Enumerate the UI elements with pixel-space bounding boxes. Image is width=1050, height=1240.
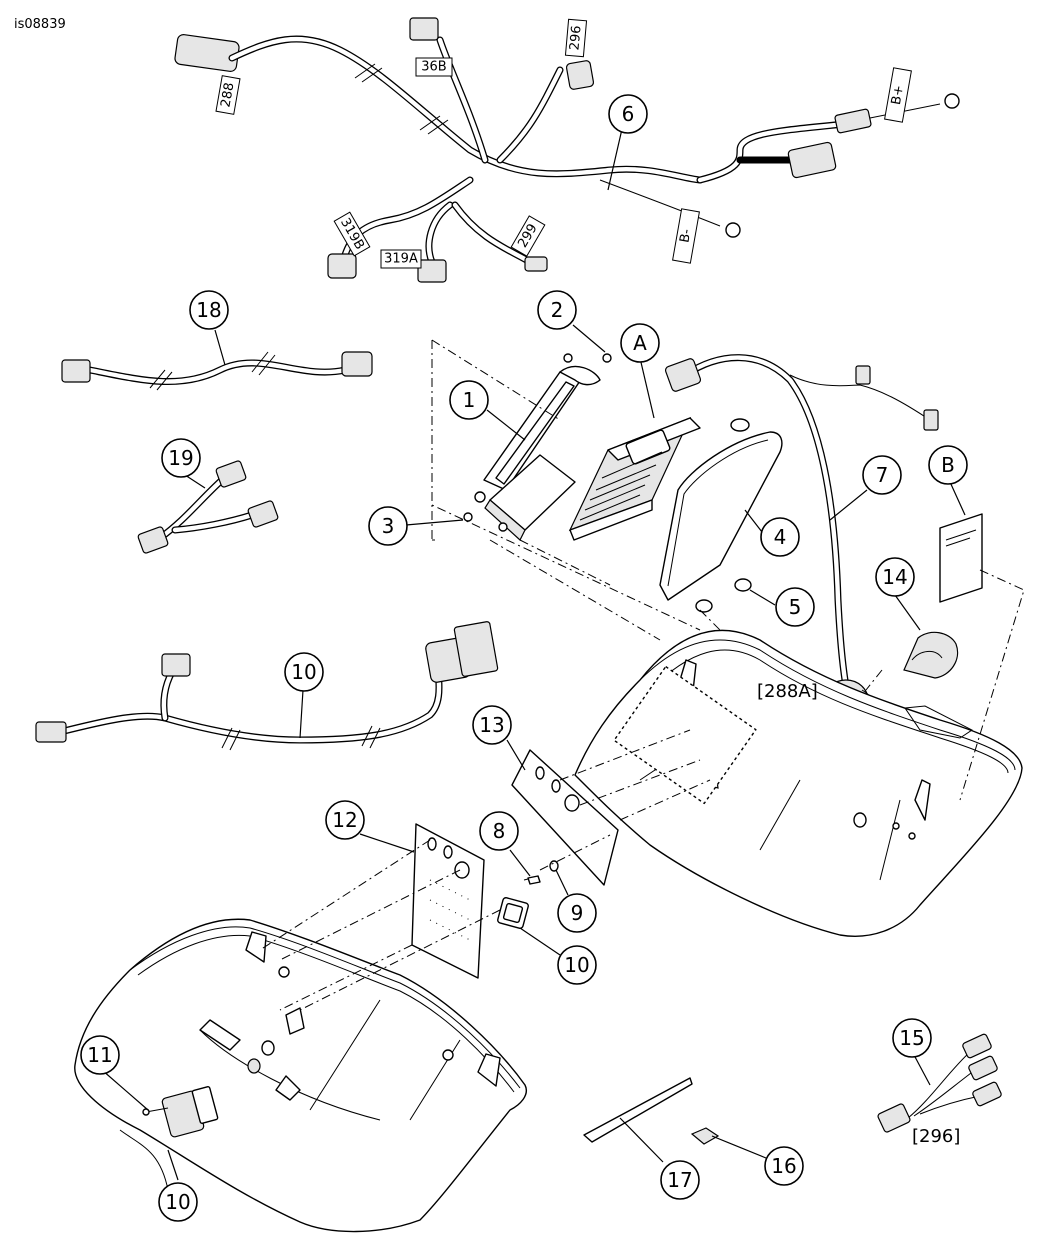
svg-text:7: 7 [876,463,889,487]
svg-text:10: 10 [291,660,316,684]
callout-19: 19 [161,438,201,478]
right-saddlebag [574,629,1023,937]
screw-8 [523,875,541,885]
svg-text:17: 17 [667,1168,692,1192]
svg-text:15: 15 [899,1026,924,1050]
svg-text:13: 13 [479,713,504,737]
callout-4: 4 [760,517,800,557]
figure-id: is08839 [14,17,66,32]
callout-3: 3 [368,506,408,546]
connector-11 [142,1085,219,1138]
wire-tag-b-plus: B+ [884,67,912,123]
callout-2: 2 [537,290,577,330]
callout-6: 6 [608,94,648,134]
svg-text:4: 4 [774,525,787,549]
svg-text:10: 10 [564,953,589,977]
control-module-a [568,416,701,541]
callout-b: B [928,445,968,485]
svg-text:11: 11 [87,1043,112,1067]
svg-text:3: 3 [382,514,395,538]
svg-text:5: 5 [789,595,802,619]
callout-7: 7 [862,455,902,495]
svg-text:10: 10 [165,1190,190,1214]
callout-13: 13 [472,705,512,745]
ref-label-288a: [288A] [757,681,818,702]
svg-text:9: 9 [571,901,584,925]
main-wiring-harness [174,17,960,283]
callout-a: A [620,323,660,363]
svg-text:2: 2 [551,298,564,322]
callout-1: 1 [449,380,489,420]
callout-9: 9 [557,893,597,933]
svg-text:14: 14 [882,565,907,589]
svg-text:6: 6 [622,102,635,126]
assembly-lines [259,339,1025,1011]
harness-7 [664,354,939,684]
svg-text:319A: 319A [384,252,418,267]
svg-text:19: 19 [168,446,193,470]
callout-10-lower: 10 [158,1182,198,1222]
mounting-plate-12 [411,823,485,979]
left-saddlebag [74,918,527,1233]
svg-text:288: 288 [218,81,237,108]
harness-10-lower [119,1129,169,1191]
wire-tag-288: 288 [215,75,241,115]
mounting-bracket [463,353,612,541]
connector-14 [903,631,959,679]
cable-tie-17 [583,1077,693,1143]
harness-15 [877,1033,1002,1133]
washer-9 [549,860,559,872]
callout-14: 14 [875,557,915,597]
leader-lines [101,128,966,1181]
wire-tag-319A: 319A [380,249,422,269]
svg-text:1: 1 [463,388,476,412]
callout-16: 16 [764,1146,804,1186]
mounting-plate-13 [511,749,619,886]
svg-text:16: 16 [771,1154,796,1178]
wire-tag-b-minus: B- [672,208,700,264]
ref-label-296: [296] [912,1126,960,1147]
svg-text:36B: 36B [421,60,446,75]
svg-text:296: 296 [567,25,584,51]
svg-text:B: B [941,453,955,477]
callout-15: 15 [892,1018,932,1058]
clip-16 [690,1127,720,1145]
harness-19 [137,460,279,554]
svg-text:B+: B+ [889,84,907,106]
callout-11: 11 [80,1035,120,1075]
svg-text:B-: B- [677,228,694,244]
callout-12: 12 [325,800,365,840]
callout-10-upper: 10 [284,652,324,692]
callout-17: 17 [660,1160,700,1200]
label-b [939,513,983,603]
callout-10-gasket: 10 [557,945,597,985]
svg-text:8: 8 [493,819,506,843]
harness-10-upper [35,621,499,751]
gasket-10 [497,897,529,929]
svg-text:A: A [633,331,647,355]
callout-18: 18 [189,290,229,330]
svg-text:12: 12 [332,808,357,832]
harness-18 [61,351,373,391]
callout-5: 5 [775,587,815,627]
wire-tag-36B: 36B [415,57,453,77]
callout-8: 8 [479,811,519,851]
svg-text:18: 18 [196,298,221,322]
wire-tag-319B: 319B [333,211,371,257]
wire-tag-296: 296 [564,18,588,58]
wire-tag-299: 299 [510,215,546,257]
module-cover-bracket-4 [659,418,783,613]
